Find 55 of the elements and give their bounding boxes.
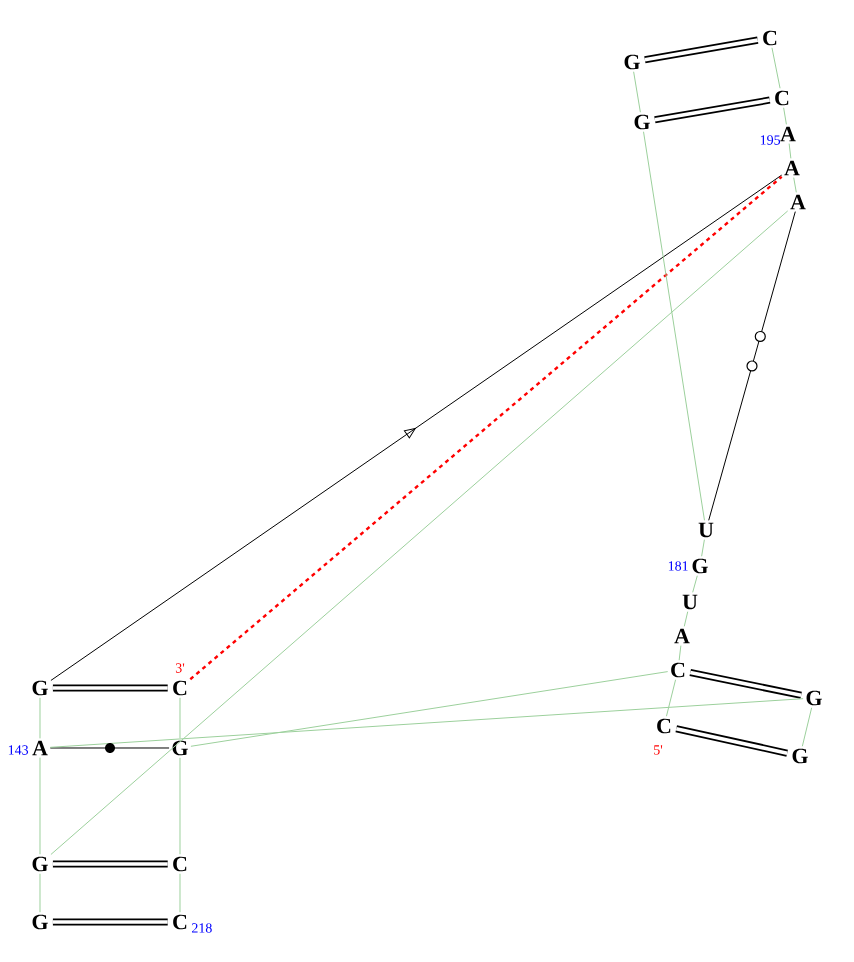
backbone-line	[643, 131, 705, 521]
nucleotide-letter: C	[763, 30, 777, 46]
nucleotide-letter: A	[32, 740, 48, 756]
nucleotide-letter: C	[671, 662, 685, 678]
base-pair-line	[52, 860, 168, 868]
nucleotide-letter: G	[32, 856, 48, 872]
backbone-line	[771, 47, 781, 89]
nucleotide-letter: A	[784, 160, 800, 176]
backbone-line	[692, 575, 698, 593]
backbone-line	[683, 611, 689, 627]
nucleotide-letter: C	[173, 680, 187, 696]
backbone-line	[179, 757, 181, 855]
nucleotide-letter: G	[172, 740, 188, 756]
base-pair-line	[52, 684, 168, 692]
backbone-line	[708, 211, 796, 521]
nucleotide-letter: G	[806, 690, 822, 706]
backbone-line	[801, 707, 813, 747]
backbone-line	[701, 539, 705, 557]
nucleotide-letter: A	[674, 628, 690, 644]
backbone-line	[783, 107, 787, 125]
nucleotide-letter: G	[792, 748, 808, 764]
backbone-line	[39, 757, 41, 855]
backbone-line	[39, 697, 41, 739]
backbone-line	[788, 143, 792, 159]
backbone-line	[49, 747, 170, 749]
backbone-line	[49, 698, 804, 748]
base-pair-line	[52, 918, 168, 926]
backbone-line	[665, 679, 677, 717]
nucleotide-letter: A	[780, 126, 796, 142]
nucleotide-letter: C	[173, 914, 187, 930]
backbone-line	[179, 697, 181, 739]
nucleotide-letter: G	[634, 114, 650, 130]
backbone-line	[678, 645, 682, 661]
nucleotide-letter: G	[692, 558, 708, 574]
backbone-line	[179, 873, 181, 913]
nucleotide-letter: G	[32, 914, 48, 930]
nucleotide-letter: C	[775, 90, 789, 106]
nucleotide-letter: U	[698, 522, 714, 538]
nucleotide-letter: G	[32, 680, 48, 696]
backbone-line	[793, 177, 797, 193]
backbone-line	[190, 671, 669, 747]
base-pair-line	[644, 36, 759, 64]
nucleotide-letter: C	[657, 718, 671, 734]
nucleotide-letter: C	[173, 856, 187, 872]
nucleotide-letter: A	[790, 194, 806, 210]
backbone-line	[39, 873, 41, 913]
arrow-line	[50, 174, 783, 681]
nucleotide-letter: U	[682, 594, 698, 610]
base-pair-line	[689, 669, 802, 699]
backbone-line	[633, 71, 641, 113]
nucleotide-letter: G	[624, 54, 640, 70]
dashed-line	[189, 175, 783, 681]
base-pair-line	[675, 725, 788, 757]
base-pair-line	[654, 96, 771, 124]
backbone-line	[50, 210, 789, 855]
